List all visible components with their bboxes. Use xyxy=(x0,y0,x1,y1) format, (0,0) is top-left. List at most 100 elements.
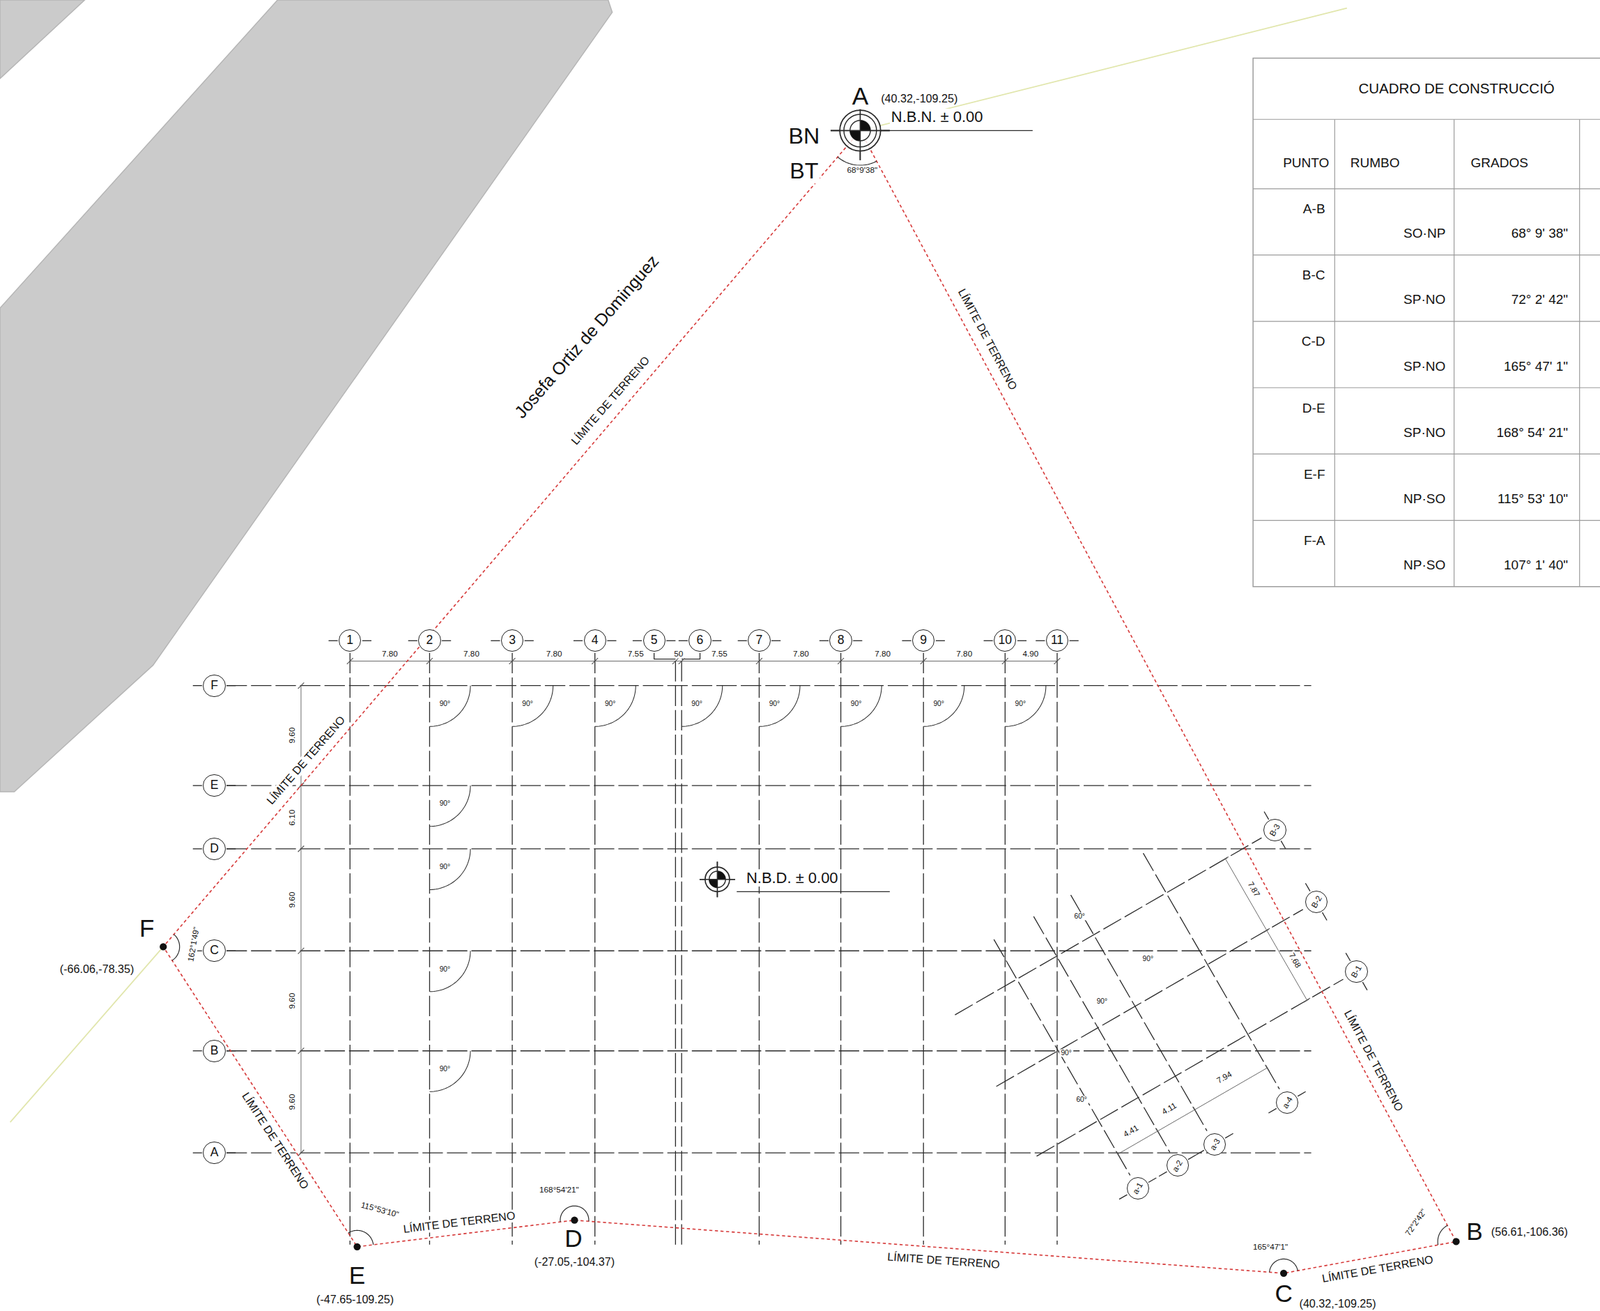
rotated-grid xyxy=(954,811,1368,1200)
grid-axis-line xyxy=(1033,916,1170,1152)
point-letter: D xyxy=(563,1225,584,1253)
dimension-tick xyxy=(756,657,763,665)
dimension-tick xyxy=(1263,928,1270,933)
grid-axis-bubble: E xyxy=(202,774,226,797)
bubble-stub xyxy=(1017,640,1027,642)
construction-table xyxy=(1252,57,1600,587)
table-rule xyxy=(1252,387,1600,389)
angle-value: 90° xyxy=(603,699,618,708)
grid-axis-bubble: 10 xyxy=(993,629,1017,652)
table-title: CUADRO DE CONSTRUCCIÓ xyxy=(1357,80,1557,97)
angle-arc xyxy=(681,685,723,727)
bubble-stub xyxy=(328,640,338,642)
grid-axis-line xyxy=(226,784,1312,786)
grid-axis-line xyxy=(226,1050,1312,1051)
grid-axis-line xyxy=(594,652,596,1245)
dimension-value: 4.11 xyxy=(1159,1100,1180,1118)
crosshair xyxy=(859,101,862,161)
context-lines xyxy=(10,8,1348,1122)
dimension-value: 9.60 xyxy=(287,726,297,745)
dimension-value: 7.80 xyxy=(462,649,481,659)
grid-axis-line xyxy=(511,652,513,1245)
angle-value: 162°1'49" xyxy=(186,925,202,965)
grid-axis-bubble: 9 xyxy=(912,629,935,652)
grid-axis-bubble: B xyxy=(202,1039,226,1063)
point-letter: E xyxy=(347,1261,367,1289)
angle-value: 60° xyxy=(1072,912,1087,920)
dimension-value: 7.94 xyxy=(1213,1068,1235,1086)
coordinates: (40.32,-109.25) xyxy=(1298,1297,1378,1311)
street-area xyxy=(0,0,613,792)
bubble-stub xyxy=(1305,882,1311,891)
dimension-value: 6.10 xyxy=(287,807,297,827)
level-underline xyxy=(736,891,890,892)
dimension-tick xyxy=(1002,657,1009,665)
dimension-tick xyxy=(1193,1106,1198,1113)
angle-value: 90° xyxy=(438,800,453,808)
table-cell: 115° 53' 10" xyxy=(1496,491,1570,506)
axis-label: 3 xyxy=(508,634,516,647)
axis-label: 9 xyxy=(919,634,927,647)
grid-axis-line xyxy=(680,661,682,1245)
bubble-stub xyxy=(819,640,829,642)
bubble-stub xyxy=(193,685,203,686)
dimension-tick xyxy=(1303,997,1311,1003)
table-cell: 168° 54' 21" xyxy=(1494,425,1570,440)
dimension-value: 7.87 xyxy=(1245,878,1263,900)
bubble-stub xyxy=(408,640,418,642)
angle-value: 90° xyxy=(520,699,535,708)
dimension-value: 7.80 xyxy=(380,649,400,659)
point-letter: F xyxy=(137,914,156,943)
axis-label: 4 xyxy=(591,634,599,647)
grid-axis-line xyxy=(1143,852,1280,1089)
dimension-tick xyxy=(837,657,844,665)
angle-value: 90° xyxy=(1095,997,1110,1006)
bubble-stub xyxy=(226,1151,236,1153)
angle-arc xyxy=(429,685,471,727)
benchmark-tag: BT xyxy=(788,158,820,184)
dimension-tick xyxy=(347,657,354,665)
bubble-stub xyxy=(771,640,781,642)
table-rule xyxy=(1579,119,1580,587)
crosshair xyxy=(717,861,719,897)
axis-label: F xyxy=(210,679,219,692)
property-boundary xyxy=(159,130,1460,1277)
vertex-angle-arc xyxy=(837,156,877,166)
axis-label: B-1 xyxy=(1349,963,1364,980)
dimension-tick xyxy=(672,657,679,665)
table-frame xyxy=(1252,57,1600,587)
grid-axis-bubble: 6 xyxy=(688,629,711,652)
grid-axis-bubble: B-3 xyxy=(1263,818,1286,842)
bubble-stub xyxy=(193,784,203,786)
angle-value: 168°54'21" xyxy=(537,1184,581,1194)
boundary-label: LÍMITE DE TERRENO xyxy=(567,353,653,449)
bubble-stub xyxy=(524,640,534,642)
crosshair xyxy=(717,861,719,897)
boundary-label: LÍMITE DE TERRENO xyxy=(885,1250,1002,1272)
table-rule xyxy=(1252,119,1600,120)
angle-arc xyxy=(841,685,883,727)
boundary-label: LÍMITE DE TERRENO xyxy=(1319,1252,1436,1286)
axis-label: 2 xyxy=(426,634,434,647)
grid-axis-bubble: a-3 xyxy=(1203,1133,1226,1156)
benchmark-tag: BN xyxy=(786,124,821,149)
boundary-label: LÍMITE DE TERRENO xyxy=(239,1088,313,1193)
axis-label: 6 xyxy=(696,634,704,647)
grid-axis-line xyxy=(429,652,430,1245)
axis-label: 10 xyxy=(998,634,1013,647)
grid-axis-bubble: 8 xyxy=(829,629,852,652)
axis-label: 5 xyxy=(650,634,658,647)
angle-value: 165°47'1" xyxy=(1251,1241,1290,1251)
bubble-stub xyxy=(901,640,911,642)
axis-label: a-3 xyxy=(1208,1136,1222,1152)
symbol-quadrant xyxy=(859,120,871,132)
vertex-point xyxy=(1280,1269,1288,1277)
boundary-label: LÍMITE DE TERRENO xyxy=(401,1209,518,1236)
grid-axis-bubble: a-2 xyxy=(1166,1154,1189,1177)
dimension-value: 7.68 xyxy=(1285,949,1304,971)
axis-label: a-1 xyxy=(1131,1181,1145,1196)
dimension-tick xyxy=(678,657,686,665)
bubble-stub xyxy=(441,640,451,642)
table-rule xyxy=(1453,119,1455,587)
dimension-value: 4.41 xyxy=(1120,1122,1142,1141)
